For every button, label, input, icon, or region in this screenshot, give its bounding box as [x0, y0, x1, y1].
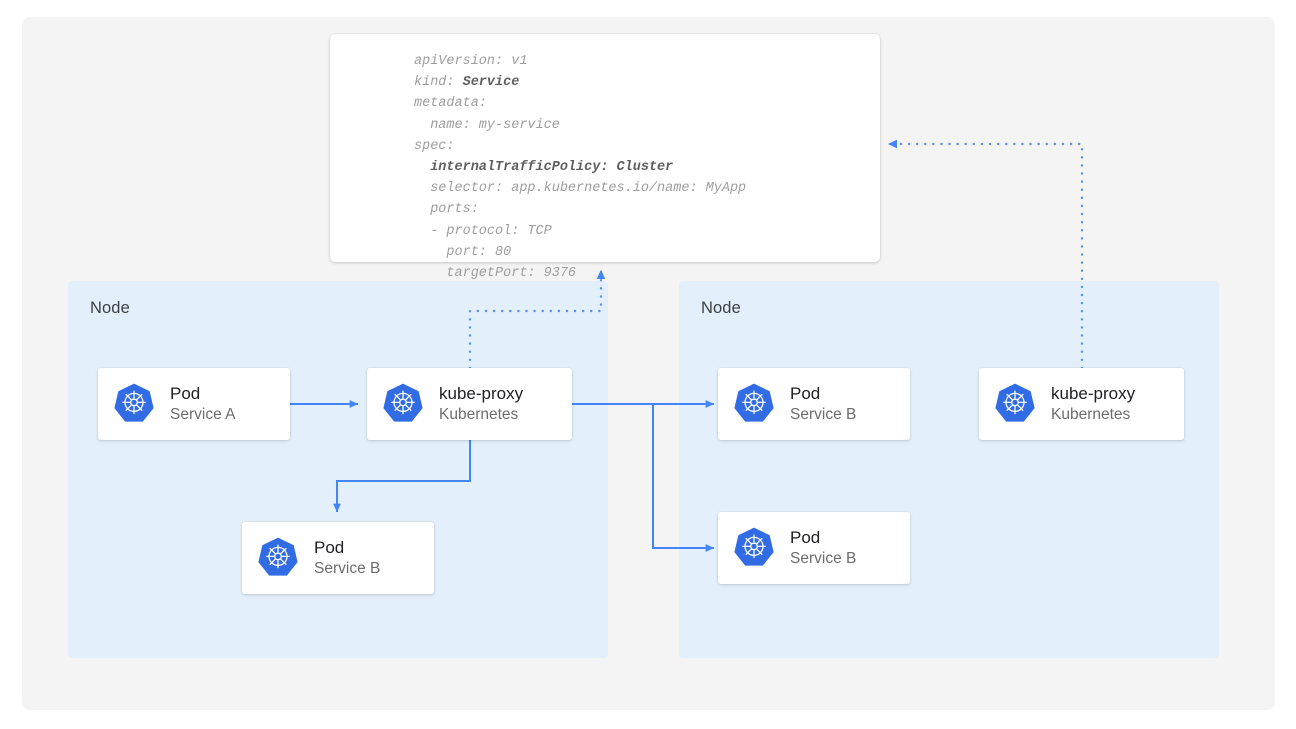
kubernetes-logo-icon: [114, 382, 154, 427]
node-panel-right: Node: [679, 281, 1219, 658]
kube-proxy-left-labels: kube-proxy Kubernetes: [439, 383, 523, 426]
node-label-right: Node: [701, 299, 741, 317]
pod-service-b-right-top-title: Pod: [790, 383, 821, 403]
kubernetes-logo-icon: [734, 526, 774, 571]
kube-proxy-left-title: kube-proxy: [439, 383, 524, 403]
manifest-line-1: kind: Service: [414, 75, 520, 91]
kube-proxy-right-box[interactable]: kube-proxy Kubernetes: [979, 368, 1184, 440]
pod-service-b-right-bottom-subtitle: Service B: [790, 550, 857, 568]
pod-service-b-left-box[interactable]: Pod Service B: [242, 522, 434, 594]
pod-service-b-left-labels: Pod Service B: [314, 537, 380, 580]
pod-service-a-labels: Pod Service A: [170, 383, 235, 426]
pod-service-b-right-bottom-box[interactable]: Pod Service B: [718, 512, 910, 584]
manifest-line-8: - protocol: TCP: [414, 223, 552, 239]
node-label-left: Node: [90, 299, 130, 317]
manifest-line-10: targetPort: 9376: [414, 266, 577, 282]
manifest-line-5: internalTrafficPolicy: Cluster: [414, 160, 674, 176]
pod-service-a-box[interactable]: Pod Service A: [98, 368, 290, 440]
manifest-line-0: apiVersion: v1: [414, 54, 528, 69]
kube-proxy-right-labels: kube-proxy Kubernetes: [1051, 383, 1135, 426]
pod-service-b-right-bottom-title: Pod: [790, 527, 821, 547]
pod-service-a-title: Pod: [170, 383, 201, 403]
node-panel-left: Node: [68, 281, 608, 658]
pod-service-b-left-subtitle: Service B: [314, 560, 381, 578]
pod-service-b-right-bottom-labels: Pod Service B: [790, 527, 856, 570]
manifest-line-3: name: my-service: [414, 117, 560, 133]
kube-proxy-left-box[interactable]: kube-proxy Kubernetes: [367, 368, 572, 440]
service-manifest-text: apiVersion: v1 kind: Service metadata: nam…: [414, 51, 746, 284]
kubernetes-logo-icon: [734, 382, 774, 427]
manifest-line-2: metadata:: [414, 96, 487, 112]
kube-proxy-left-subtitle: Kubernetes: [439, 406, 519, 424]
kubernetes-logo-icon: [995, 382, 1035, 427]
manifest-line-6: selector: app.kubernetes.io/name: MyApp: [414, 181, 747, 197]
pod-service-b-right-top-box[interactable]: Pod Service B: [718, 368, 910, 440]
manifest-line-9: port: 80: [414, 244, 512, 260]
pod-service-a-subtitle: Service A: [170, 406, 236, 424]
kube-proxy-right-subtitle: Kubernetes: [1051, 406, 1131, 424]
manifest-line-4: spec:: [414, 138, 455, 154]
manifest-line-7: ports:: [414, 202, 479, 218]
pod-service-b-left-title: Pod: [314, 537, 345, 557]
pod-service-b-right-top-subtitle: Service B: [790, 406, 857, 424]
kubernetes-logo-icon: [258, 536, 298, 581]
service-manifest-card: apiVersion: v1 kind: Service metadata: nam…: [330, 34, 880, 281]
pod-service-b-right-top-labels: Pod Service B: [790, 383, 856, 426]
kube-proxy-right-title: kube-proxy: [1051, 383, 1136, 403]
kubernetes-logo-icon: [383, 382, 423, 427]
